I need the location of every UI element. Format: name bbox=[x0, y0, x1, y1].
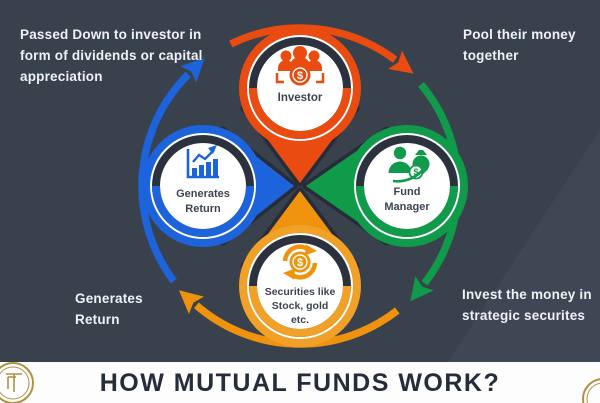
dollar-glyph: $ bbox=[297, 257, 303, 269]
node-investor: $ bbox=[239, 27, 361, 187]
arrowhead-right-icon bbox=[388, 50, 414, 74]
manager-money-icon: $ bbox=[388, 146, 430, 183]
node-securities: $ bbox=[239, 187, 361, 347]
people-dollar-icon: $ bbox=[275, 46, 325, 86]
annotation-invest-money: Invest the money in strategic securites bbox=[462, 287, 592, 323]
footer-bar: HOW MUTUAL FUNDS WORK? bbox=[0, 362, 600, 403]
growth-chart-icon bbox=[186, 145, 219, 179]
brand-emblem-left-icon bbox=[0, 362, 34, 403]
passed-down-arc bbox=[138, 71, 191, 284]
annotation-pool-money: Pool their money together bbox=[463, 27, 576, 63]
arrowhead-left-icon bbox=[179, 290, 204, 314]
arrowhead-top-icon bbox=[180, 58, 205, 83]
investor-label: Investor bbox=[277, 92, 323, 104]
dollar-glyph: $ bbox=[297, 70, 303, 82]
securities-label: Securities like Stock, gold etc. bbox=[264, 286, 336, 326]
background-diagonal-panel bbox=[448, 130, 600, 362]
cycle-arrowheads bbox=[179, 50, 434, 314]
pool-money-arc bbox=[229, 24, 398, 63]
annotation-passed-down: Passed Down to investor in form of divid… bbox=[20, 27, 203, 84]
fund-manager-label: Fund Manager bbox=[384, 186, 430, 213]
arrowhead-bottom-icon bbox=[410, 276, 434, 302]
page-title: HOW MUTUAL FUNDS WORK? bbox=[99, 369, 501, 397]
brand-emblem-right-icon bbox=[582, 378, 600, 403]
node-fund-manager: $ bbox=[302, 125, 468, 247]
dollar-exchange-icon: $ bbox=[282, 244, 318, 280]
dollar-glyph: $ bbox=[413, 167, 418, 177]
node-generates-return bbox=[142, 125, 298, 247]
annotation-generates-return: Generates Return bbox=[75, 291, 143, 327]
footer-emblems bbox=[0, 362, 600, 403]
generates-return-label: Generates Return bbox=[176, 188, 230, 215]
